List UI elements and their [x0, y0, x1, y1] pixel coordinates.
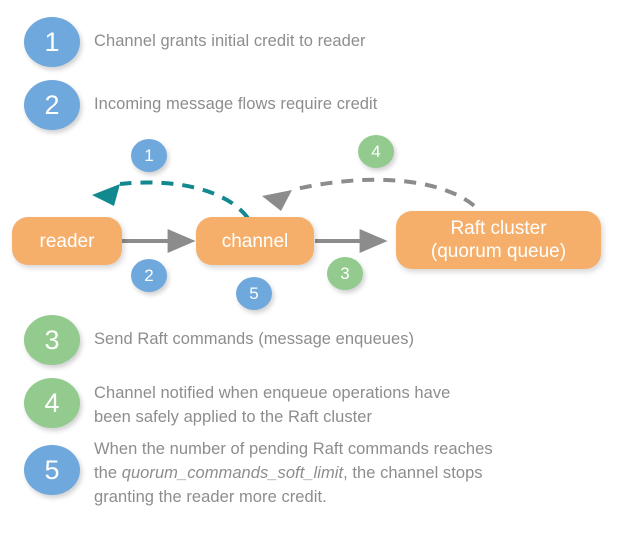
diagram-marker-4: 4: [358, 135, 394, 168]
diagram-marker-1: 1: [131, 139, 167, 172]
diagram-marker-5-number: 5: [249, 283, 259, 303]
legend-badge-2-number: 2: [44, 89, 60, 120]
diagram-marker-4-number: 4: [371, 141, 381, 161]
legend-badge-1: 1: [24, 17, 80, 67]
diagram-marker-5: 5: [236, 277, 272, 310]
legend-text-5: When the number of pending Raft commands…: [94, 437, 614, 509]
diagram-marker-3-number: 3: [340, 263, 350, 283]
legend-badge-3-number: 3: [44, 324, 60, 355]
diagram-marker-1-number: 1: [144, 145, 154, 165]
legend-text-5-after: , the channel stops granting the reader …: [94, 464, 483, 506]
legend-text-1: Channel grants initial credit to reader: [94, 32, 366, 50]
legend-badge-5-number: 5: [44, 454, 60, 485]
diagram-marker-2: 2: [131, 259, 167, 292]
diagram-marker-3: 3: [327, 257, 363, 290]
legend-text-5-before: When the number of pending Raft commands…: [94, 440, 493, 482]
legend-badge-4: 4: [24, 378, 80, 428]
legend-badge-5: 5: [24, 445, 80, 495]
legend-text-3: Send Raft commands (message enqueues): [94, 330, 415, 348]
legend-badge-2: 2: [24, 80, 80, 130]
node-raft-cluster[interactable]: Raft cluster (quorum queue): [396, 211, 601, 269]
legend-badge-1-number: 1: [44, 26, 60, 57]
legend-text-4: Channel notified when enqueue operations…: [94, 384, 451, 426]
node-reader[interactable]: reader: [12, 217, 122, 265]
legend-text-5-emphasis: quorum_commands_soft_limit: [121, 464, 344, 482]
legend-badge-3: 3: [24, 315, 80, 365]
legend-text-2: Incoming message flows require credit: [94, 95, 378, 113]
diagram-marker-2-number: 2: [144, 265, 154, 285]
node-channel[interactable]: channel: [196, 217, 314, 265]
legend-badge-4-number: 4: [44, 387, 60, 418]
